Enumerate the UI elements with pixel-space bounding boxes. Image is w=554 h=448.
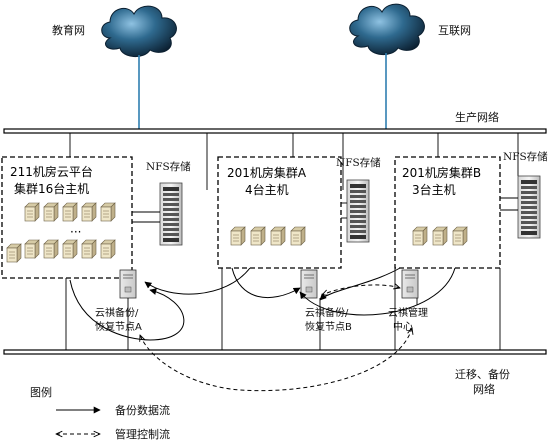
backup-node-a-label-1: 云祺备份/ (95, 306, 139, 319)
management-center-label-2: 中心 (393, 320, 413, 333)
cluster-211-subtitle: 集群16台主机 (14, 181, 89, 196)
backup-node-a-label-2: 恢复节点A (95, 320, 142, 333)
backup-node-b-icon (300, 269, 318, 299)
management-control-flows (140, 285, 412, 392)
cluster-211-ellipsis: ··· (70, 225, 81, 239)
legend-control-flow-label: 管理控制流 (115, 427, 170, 441)
internet-cloud (349, 3, 425, 55)
legend-data-flow-label: 备份数据流 (115, 403, 170, 417)
management-center-icon (401, 269, 419, 299)
cluster-201b-title: 201机房集群B (402, 165, 481, 180)
legend-title: 图例 (30, 385, 52, 399)
education-cloud (101, 5, 177, 57)
nfs-storage-2-label: NFS存储 (336, 156, 381, 169)
cluster-201a-box (217, 156, 342, 269)
nfs-storage-1-label: NFS存储 (146, 160, 191, 173)
management-center-label-1: 云祺管理 (388, 306, 428, 319)
backup-node-b-label-2: 恢复节点B (305, 320, 352, 333)
migration-network-label-2: 网络 (473, 382, 495, 396)
cluster-201a-servers (230, 226, 306, 246)
backup-node-b-label-1: 云祺备份/ (305, 306, 349, 319)
internet-label: 互联网 (438, 24, 471, 37)
cluster-201a-subtitle: 4台主机 (245, 182, 289, 197)
nfs-storage-3-icon (517, 175, 541, 239)
migration-backup-network-bus (3, 349, 547, 355)
cluster-201b-subtitle: 3台主机 (412, 182, 456, 197)
nfs-storage-3-label: NFS存储 (503, 150, 548, 163)
cluster-201b-servers (412, 226, 468, 246)
nfs-storage-2-icon (346, 179, 370, 243)
nfs-storage-1-icon (159, 182, 183, 246)
cluster-211-box (1, 156, 133, 279)
cluster-211-title: 211机房云平台 (10, 164, 93, 179)
education-network-label: 教育网 (52, 23, 85, 37)
backup-data-flows (69, 267, 456, 341)
cluster-211-servers (6, 202, 116, 263)
cluster-201b-box (394, 156, 501, 269)
migration-network-label-1: 迁移、备份 (455, 367, 510, 381)
production-network-bus (3, 128, 547, 134)
production-network-label: 生产网络 (455, 110, 499, 124)
cluster-201a-title: 201机房集群A (227, 165, 307, 180)
backup-node-a-icon (119, 269, 137, 299)
